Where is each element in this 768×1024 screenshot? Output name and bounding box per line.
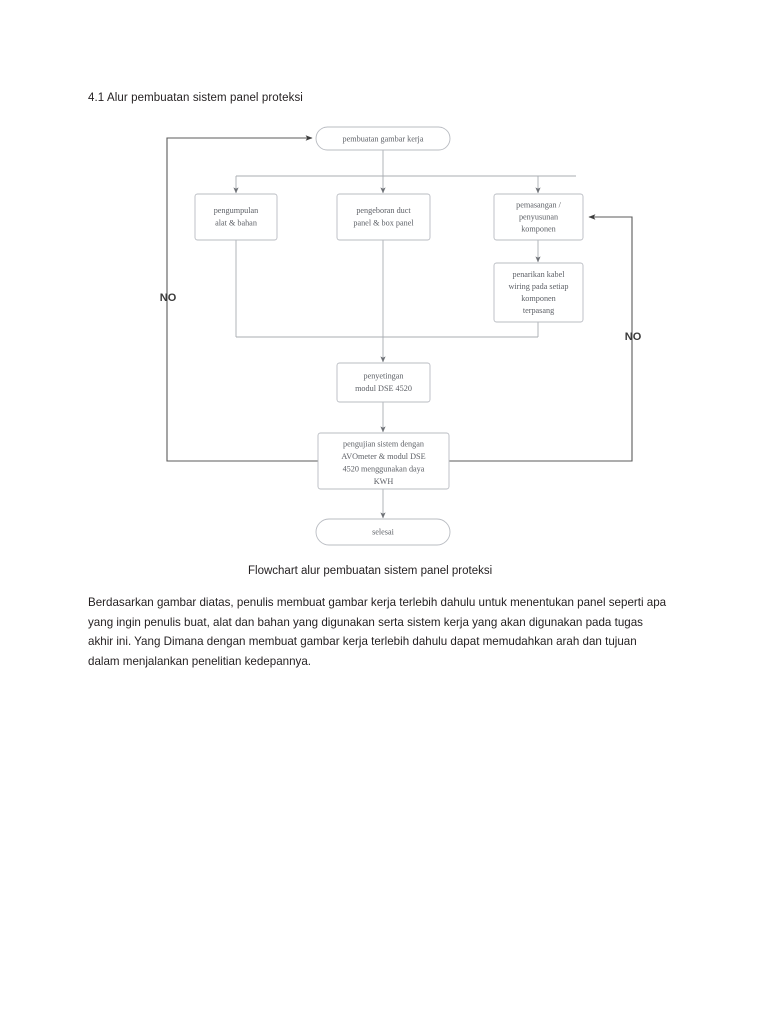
feedback-loop-layer [166,135,633,462]
node-pemasangan-shape [493,193,584,241]
node-pengeboran: pengeboran duct panel & box panel [336,193,431,241]
node-pengujian-shape [317,432,450,490]
node-selesai-label: selesai [372,527,395,536]
node-pengujian-line-3: 4520 menggunakan daya [343,464,425,473]
node-penyetingan-line-2: modul DSE 4520 [355,384,412,393]
node-pengujian: pengujian sistem dengan AVOmeter & modul… [317,432,450,490]
node-pengujian-line-4: KWH [374,477,394,486]
node-pengeboran-line-2: panel & box panel [353,218,414,227]
node-penarikan-line-3: komponen [521,294,556,303]
node-start: pembuatan gambar kerja [315,126,451,151]
node-penarikan-line-4: terpasang [523,306,554,315]
node-pengeboran-shape [336,193,431,241]
node-pengujian-line-1: pengujian sistem dengan [343,439,424,448]
node-penarikan-line-1: penarikan kabel [512,270,565,279]
edge-label-no-right: NO [625,331,642,343]
node-penarikan-shape [493,262,584,323]
node-selesai: selesai [315,518,451,546]
edge-label-no-left: NO [160,292,177,304]
node-pemasangan: pemasangan / penyusunan komponen [493,193,584,241]
node-pemasangan-line-2: penyusunan [519,212,558,221]
node-pengumpulan-line-1: pengumpulan [214,206,259,215]
node-pengumpulan-shape [194,193,278,241]
section-heading: 4.1 Alur pembuatan sistem panel proteksi [88,92,303,104]
connector-layer [233,150,576,519]
flowchart-figure: pembuatan gambar kerja pengumpulan alat … [160,126,642,546]
node-pengujian-line-2: AVOmeter & modul DSE [341,452,425,461]
body-paragraph: Berdasarkan gambar diatas, penulis membu… [88,596,667,668]
edge-no-left-loop [166,135,318,462]
node-penyetingan-shape [336,362,431,403]
node-pemasangan-line-1: pemasangan / [516,200,562,209]
node-selesai-shape [315,518,451,546]
node-pengeboran-line-1: pengeboran duct [356,206,411,215]
node-start-label: pembuatan gambar kerja [343,134,424,143]
node-penarikan: penarikan kabel wiring pada setiap kompo… [493,262,584,323]
node-pengumpulan: pengumpulan alat & bahan [194,193,278,241]
node-pemasangan-line-3: komponen [521,224,556,233]
node-start-shape [315,126,451,151]
node-penyetingan: penyetingan modul DSE 4520 [336,362,431,403]
node-penyetingan-line-1: penyetingan [363,371,403,380]
edge-no-right-loop [449,214,633,462]
figure-caption: Flowchart alur pembuatan sistem panel pr… [248,565,493,577]
node-penarikan-line-2: wiring pada setiap [508,282,568,291]
node-pengumpulan-line-2: alat & bahan [215,218,257,227]
